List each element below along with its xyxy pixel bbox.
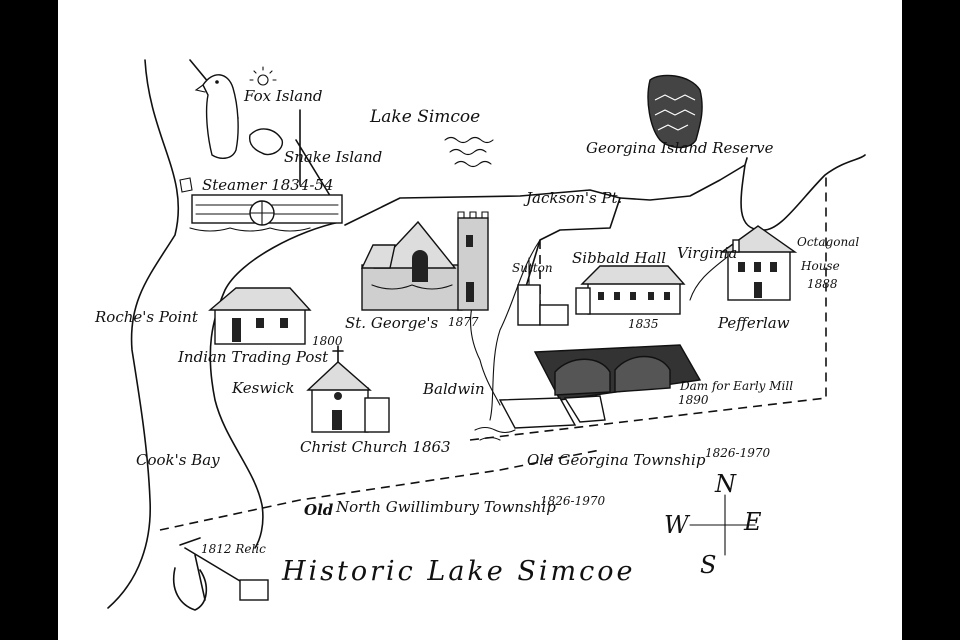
compass-west: W (664, 511, 691, 539)
township-label-georgina-years: 1826-1970 (705, 446, 770, 460)
place-label-georgina-island-reserve: Georgina Island Reserve (586, 139, 774, 157)
christ-church-sketch (306, 345, 390, 433)
place-label-sutton: Sutton (512, 261, 553, 275)
shoreline-west (107, 59, 180, 609)
shoreline-east (619, 154, 866, 231)
place-label-virginia: Virginia (677, 244, 737, 262)
sibbald-hall-sketch (575, 265, 686, 315)
place-label-octagonal-year: 1888 (807, 277, 838, 291)
township-label-north-gwillimbury-prefix: Old (304, 501, 334, 519)
compass-north: N (714, 470, 737, 498)
place-label-relic: 1812 Relic (201, 542, 266, 556)
dam-mill-sketch (474, 344, 702, 441)
township-label-north-gwillimbury-years: 1826-1970 (540, 494, 605, 508)
place-label-baldwin: Baldwin (422, 380, 485, 398)
map-title: Historic Lake Simcoe (281, 556, 635, 587)
water-waves (444, 136, 494, 168)
place-label-octagonal-1: Octagonal (797, 235, 859, 249)
place-label-dam: Dam for Early Mill (679, 379, 793, 393)
place-label-christ-church: Christ Church 1863 (300, 438, 451, 456)
place-label-indian-trading-post: Indian Trading Post (177, 348, 329, 366)
anchor-relic-sketch (173, 537, 269, 611)
place-label-st-georges: St. George's (345, 314, 439, 332)
township-boundary-south (159, 449, 601, 531)
compass-south: S (700, 551, 716, 579)
township-label-georgina: Old Georgina Township (527, 451, 706, 469)
octagonal-house-sketch (719, 225, 798, 301)
place-label-indian-trading-post-year: 1800 (312, 334, 343, 348)
place-label-keswick: Keswick (231, 379, 295, 397)
place-label-sibbald-hall: Sibbald Hall (572, 249, 666, 267)
place-label-roches-point: Roche's Point (94, 308, 199, 326)
sutton-silo-sketch (517, 257, 569, 326)
place-label-fox-island: Fox Island (243, 87, 322, 105)
shoreline-cooks-bay (209, 221, 341, 549)
compass-east: E (743, 508, 762, 536)
place-label-cooks-bay: Cook's Bay (136, 451, 220, 469)
fox-island-penguin-sketch (194, 74, 239, 159)
place-label-snake-island: Snake Island (284, 148, 382, 166)
st-georges-church-sketch (360, 211, 489, 311)
indian-trading-post-sketch (208, 287, 312, 345)
place-label-octagonal-2: House (800, 259, 840, 273)
place-label-st-georges-year: 1877 (448, 315, 479, 329)
place-label-steamer: Steamer 1834-54 (202, 176, 334, 194)
sun-sketch (249, 66, 277, 86)
georgina-island-reserve-sketch (647, 74, 703, 149)
lake-label: Lake Simcoe (369, 107, 480, 127)
place-label-dam-year: 1890 (678, 393, 709, 407)
township-label-north-gwillimbury: North Gwillimbury Township (335, 498, 556, 516)
snake-island-shape (248, 128, 284, 156)
compass-cross (689, 494, 756, 556)
steamer-boat-sketch (179, 109, 343, 232)
place-label-jacksons-point: Jackson's Pt. (523, 189, 622, 207)
place-label-sibbald-hall-year: 1835 (628, 317, 659, 331)
place-label-pefferlaw: Pefferlaw (717, 314, 790, 332)
map-paper (58, 0, 902, 640)
